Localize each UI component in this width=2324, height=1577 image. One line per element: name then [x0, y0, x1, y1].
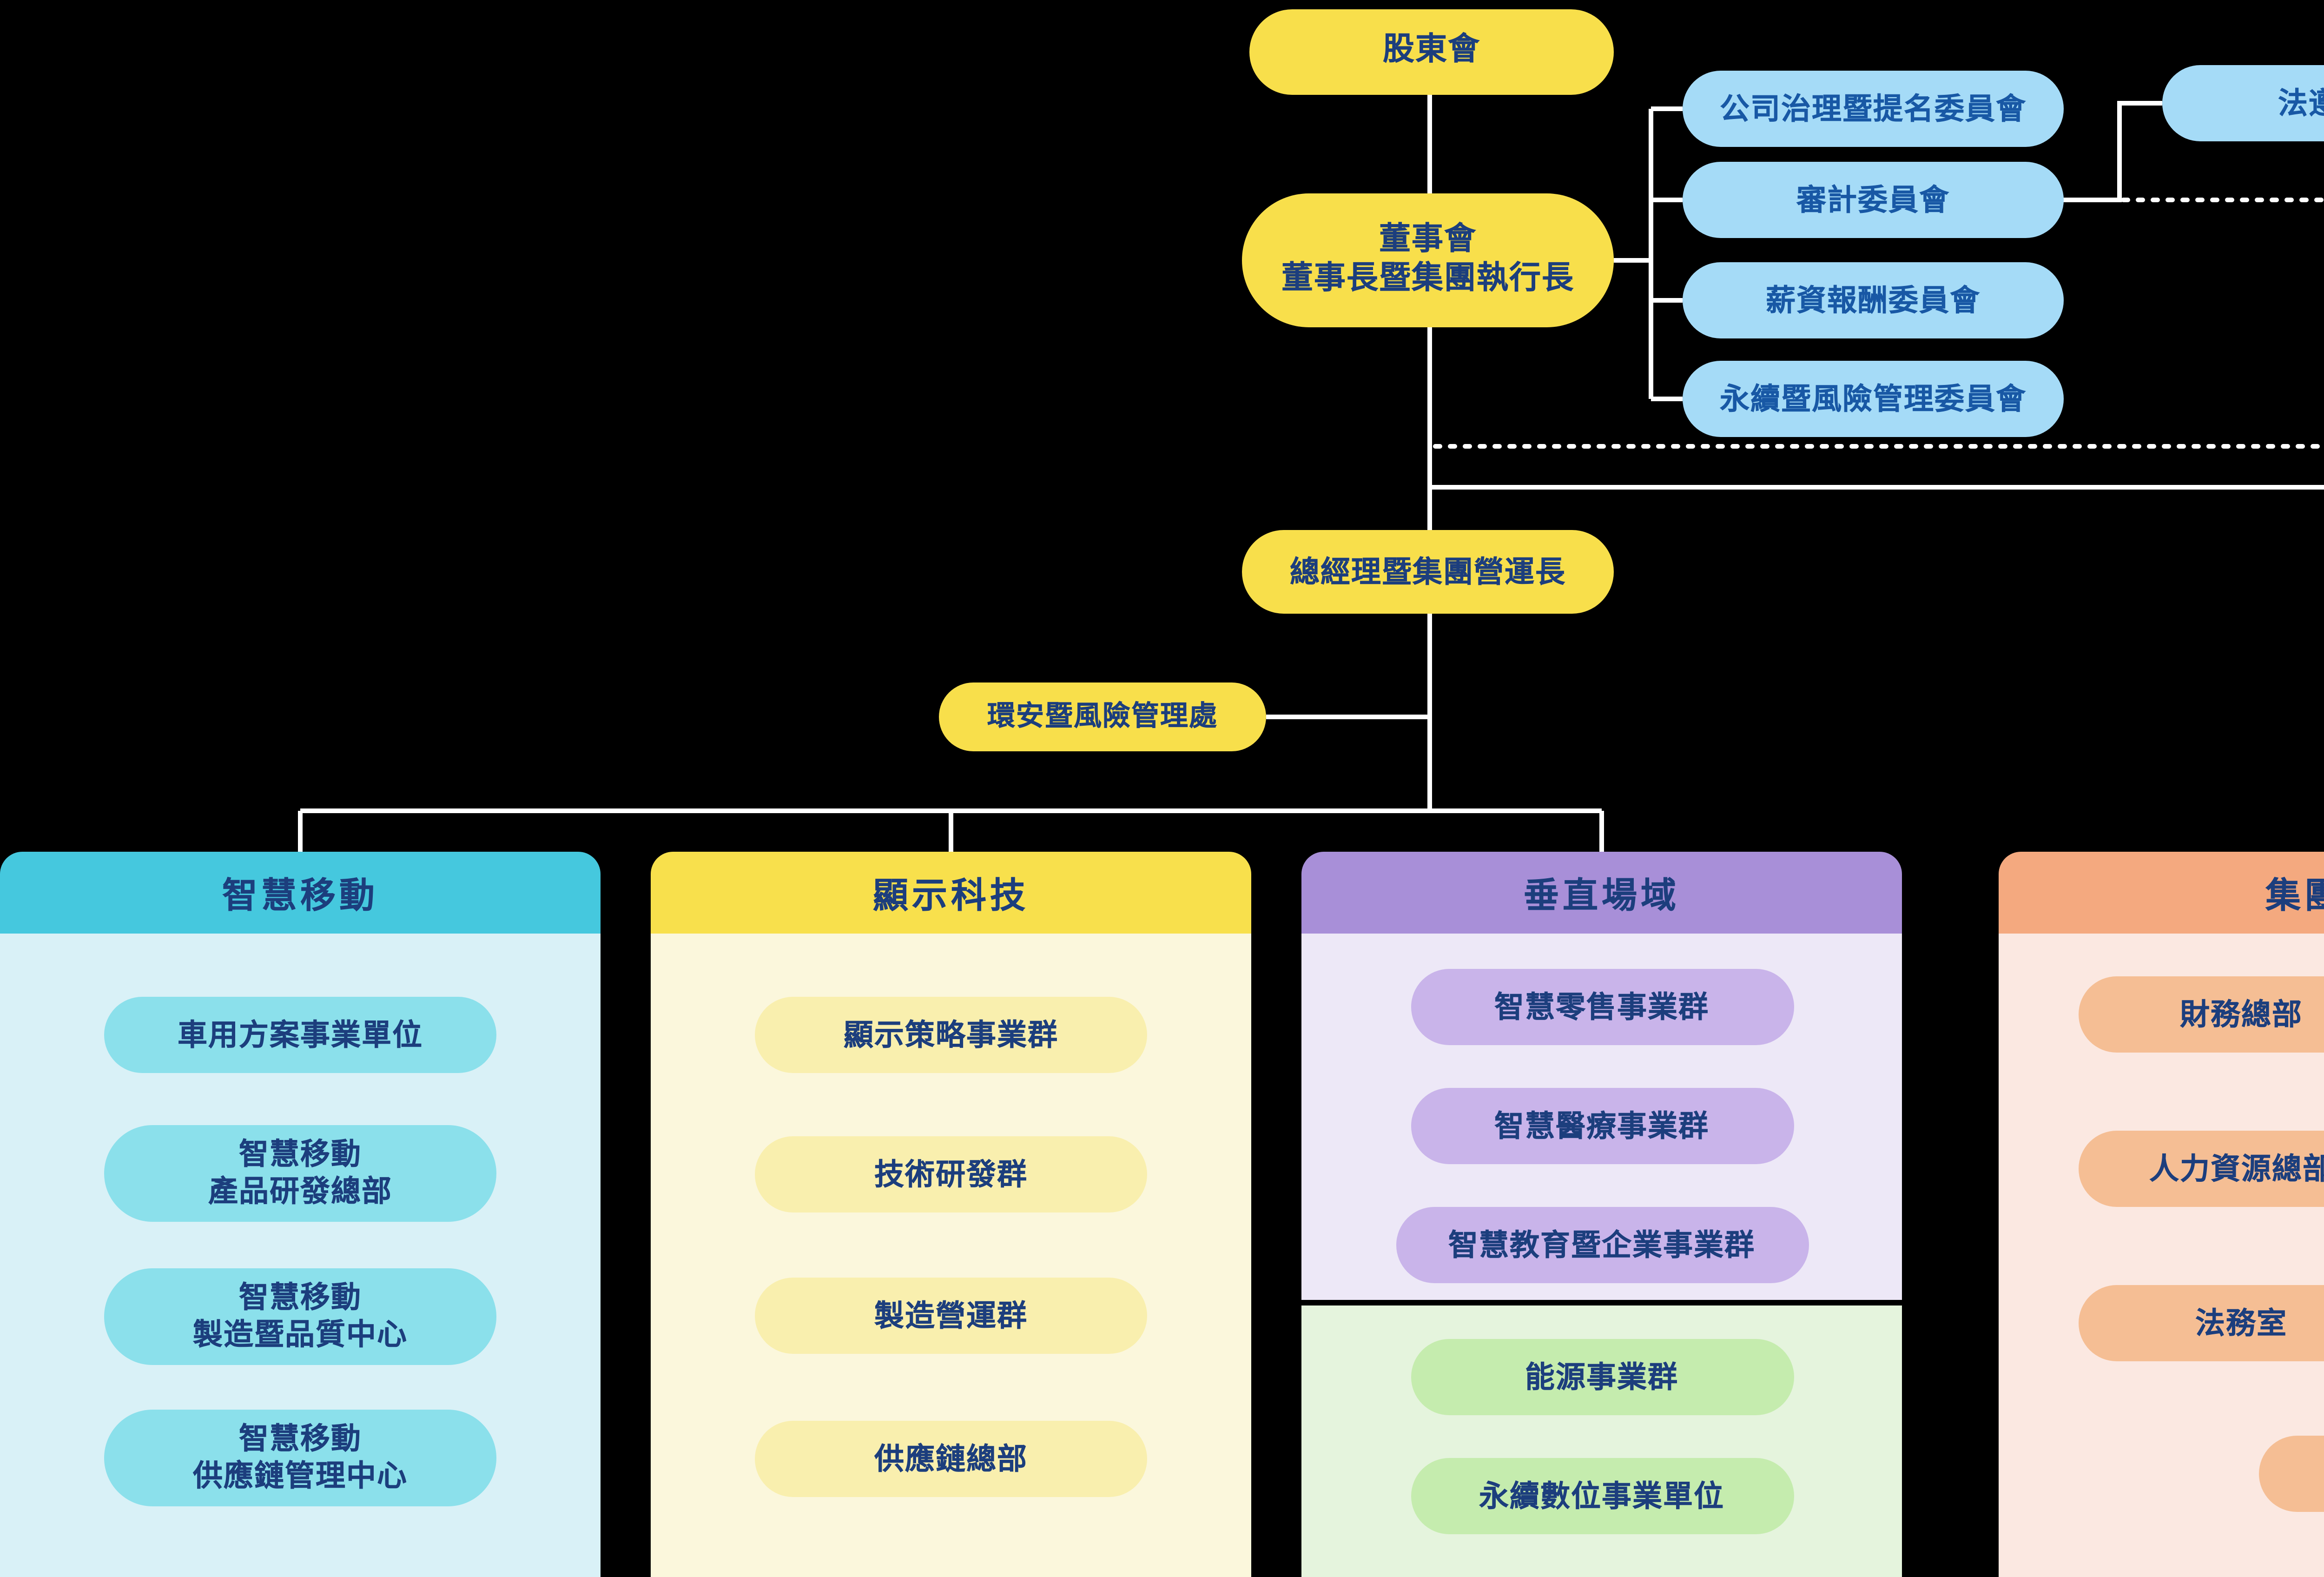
unit-automotive-solutions: 車用方案事業單位 [104, 997, 496, 1073]
line-committee-bracket [1614, 106, 1683, 401]
node-ehs-risk-office: 環安暨風險管理處 [939, 682, 1266, 751]
node-committee-governance-nomination: 公司治理暨提名委員會 [1683, 71, 2064, 147]
unit-smart-education-enterprise: 智慧教育暨企業事業群 [1395, 1207, 1808, 1283]
unit-internal-audit-office: 稽核管理處 [2259, 1436, 2324, 1512]
unit-mobility-supply-chain: 智慧移動 供應鏈管理中心 [104, 1410, 496, 1506]
line-support-units-connector [1430, 485, 2324, 490]
division-card-vertical-domains: 垂直場域 智慧零售事業群 智慧醫療事業群 智慧教育暨企業事業群 能源事業群 永續… [1301, 852, 1902, 1577]
unit-human-resources-hq: 人力資源總部 [2079, 1131, 2324, 1207]
node-committee-audit: 審計委員會 [1683, 162, 2064, 238]
division-title-vertical-domains: 垂直場域 [1301, 852, 1902, 934]
unit-energy: 能源事業群 [1410, 1339, 1793, 1415]
node-shareholders-meeting: 股東會 [1249, 9, 1614, 95]
unit-smart-retail: 智慧零售事業群 [1410, 969, 1793, 1045]
division-title-smart-mobility: 智慧移動 [0, 852, 601, 934]
unit-technology-rd: 技術研發群 [755, 1136, 1147, 1213]
division-title-display-technology: 顯示科技 [651, 852, 1251, 934]
unit-smart-medical: 智慧醫療事業群 [1410, 1088, 1793, 1164]
node-chief-compliance-counsel: 法遵總顧問 [2162, 65, 2324, 141]
unit-supply-chain-hq: 供應鏈總部 [755, 1421, 1147, 1497]
division-card-smart-mobility: 智慧移動 車用方案事業單位 智慧移動 產品研發總部 智慧移動 製造暨品質中心 智… [0, 852, 601, 1577]
unit-mobility-product-rd: 智慧移動 產品研發總部 [104, 1125, 496, 1222]
unit-display-strategy: 顯示策略事業群 [755, 997, 1147, 1073]
line-audit-to-compliance [2064, 101, 2162, 202]
division-card-group-support: 集團營運支援單位 財務總部 數位技術發展總部 人力資源總部 永續發展總部 法務室… [1999, 852, 2324, 1577]
unit-finance-hq: 財務總部 [2079, 976, 2324, 1053]
unit-mobility-manufacturing-quality: 智慧移動 製造暨品質中心 [104, 1268, 496, 1365]
unit-sustainable-digital: 永續數位事業單位 [1410, 1458, 1793, 1534]
node-committee-compensation: 薪資報酬委員會 [1683, 262, 2064, 338]
unit-manufacturing-operations: 製造營運群 [755, 1278, 1147, 1354]
node-board-of-directors: 董事會 董事長暨集團執行長 [1242, 193, 1614, 327]
division-card-display-technology: 顯示科技 顯示策略事業群 技術研發群 製造營運群 供應鏈總部 [651, 852, 1251, 1577]
division-title-group-support: 集團營運支援單位 [1999, 852, 2324, 934]
line-division-distributor [298, 808, 1604, 852]
node-committee-sustainability-risk: 永續暨風險管理委員會 [1683, 361, 2064, 437]
unit-legal-office: 法務室 [2079, 1285, 2324, 1361]
node-president-coo: 總經理暨集團營運長 [1242, 530, 1614, 614]
